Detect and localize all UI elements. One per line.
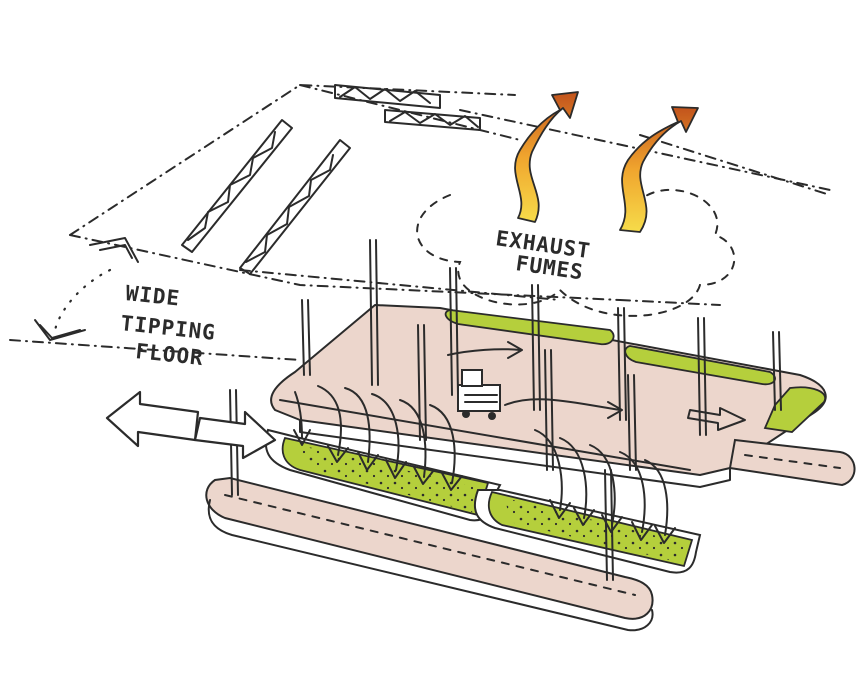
tipping-floor-label-line1: WIDE	[124, 281, 181, 311]
dumping-arrows	[279, 385, 691, 544]
exhaust-fume-arrow-1	[514, 91, 579, 223]
slab-traffic-arrow-2	[687, 407, 746, 431]
collection-truck-icon	[457, 369, 501, 420]
entry-arrow-right	[193, 410, 277, 460]
slab-green-strip-back-1	[444, 309, 615, 346]
exhaust-cloud-outline	[416, 189, 736, 317]
exit-arrow-left	[105, 390, 200, 448]
roof-truss-left	[181, 119, 351, 275]
exhaust-fume-arrow-2	[619, 106, 699, 233]
bottom-access-road	[205, 476, 654, 620]
right-green-bay	[763, 386, 827, 433]
roof-truss-top	[334, 84, 481, 131]
tipping-floor-label-line2: TIPPING	[119, 311, 217, 345]
slab-traffic-arrow-3	[447, 341, 523, 359]
tipping-floor-label-line3: FLOOR	[134, 339, 204, 370]
right-access-road	[728, 438, 856, 487]
lower-green-bay-right	[473, 489, 702, 574]
slab-traffic-arrow-1	[504, 398, 623, 419]
tipping-floor-area: WIDE TIPPING FLOOR	[34, 237, 217, 370]
